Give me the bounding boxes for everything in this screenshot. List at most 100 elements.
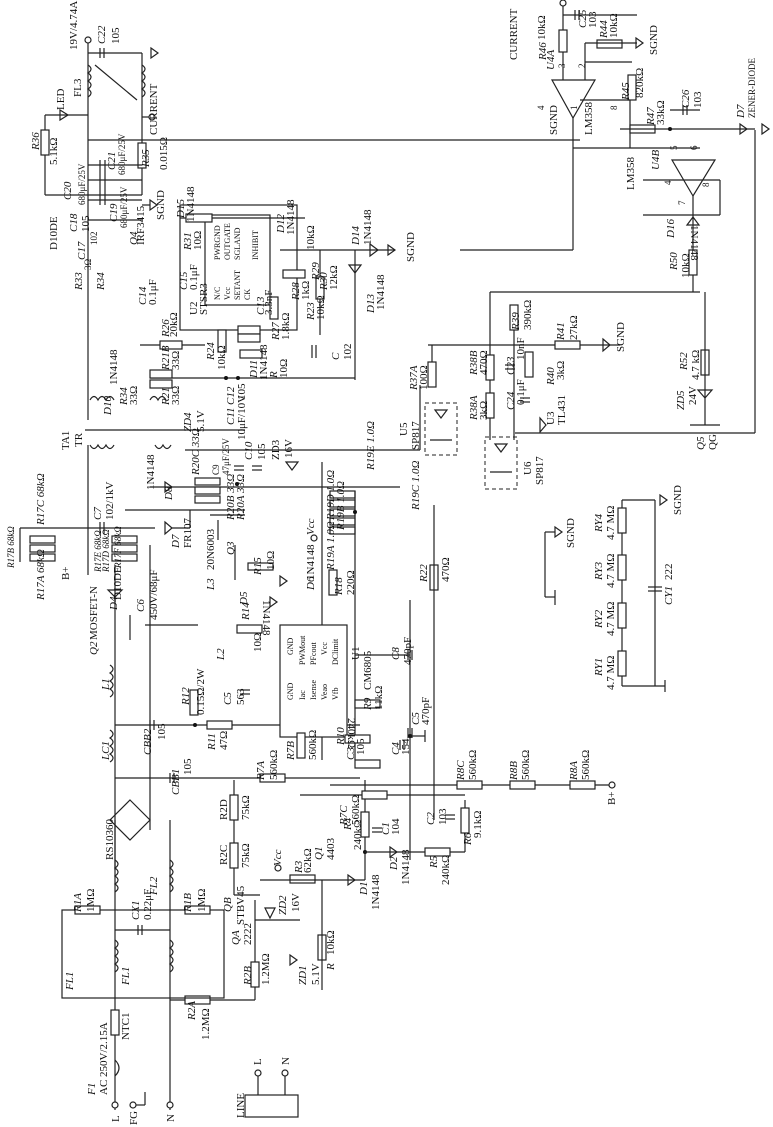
r29-value: 10kΩ <box>305 225 317 250</box>
cbb1-ref: CBB1 <box>170 768 182 795</box>
c14-value: 0.1μF <box>147 279 159 305</box>
r34b-value: 33Ω <box>128 385 140 405</box>
r17d-label: R17D 68kΩ <box>101 529 111 572</box>
ry4-ref: RY4 <box>593 513 605 532</box>
inductor-fl1 <box>113 939 119 973</box>
r27-value: 1.8kΩ <box>280 312 292 340</box>
d8-type: 1N4148 <box>145 454 157 490</box>
diode-d5-icon <box>269 595 279 609</box>
sgnd-label-7: SGND <box>565 518 577 548</box>
opto-u6 <box>484 436 518 490</box>
tl431-icon <box>539 416 547 434</box>
c18-value: 105 <box>80 215 92 233</box>
r20a-label: R20A 33Ω <box>235 474 247 520</box>
sgnd-symbol-icon <box>659 493 669 507</box>
u1-pin-gnd-r: GND <box>286 637 295 655</box>
terminal-l[interactable] <box>111 1101 119 1109</box>
resistor-r2c <box>229 842 239 869</box>
r17a-label: R17A 68kΩ <box>35 549 47 600</box>
vcc-label-2: Vcc <box>272 849 284 866</box>
resistor-ry3 <box>617 554 627 581</box>
sgnd-symbol-icon <box>602 337 611 353</box>
d14-type: 1N4148 <box>362 209 374 245</box>
r50-ref: R50 <box>668 252 680 270</box>
sgnd-label-5: SGND <box>648 25 660 55</box>
r46-value: 10kΩ <box>536 15 548 40</box>
q2-type: MOSFET-N <box>88 586 100 640</box>
q1-ref: Q1 <box>313 846 325 860</box>
zener-zd3-icon <box>284 461 300 471</box>
r36-ref: R36 <box>30 132 42 150</box>
c15-value: 0.1μF <box>188 264 200 290</box>
qa-type: 2222 <box>242 923 254 945</box>
r21-value: 33Ω <box>170 385 182 405</box>
r1a-ref: R1A <box>72 893 84 912</box>
r17b-label: R17B 68kΩ <box>6 526 16 568</box>
c10-ref: C10 <box>243 441 255 460</box>
c26-value: 103 <box>692 91 704 109</box>
r23-value: 10kΩ <box>315 295 327 320</box>
output-voltage-label: 19V/4.74A <box>68 0 80 50</box>
c-ref: C <box>330 352 342 360</box>
r36-value: 5.1kΩ <box>48 137 60 165</box>
c5-value: 563 <box>235 688 247 706</box>
line-l-terminal[interactable] <box>254 1069 262 1077</box>
sgnd-label-1: SGND <box>155 190 167 220</box>
fuse-icon <box>114 1059 120 1077</box>
terminal-fg[interactable] <box>129 1101 137 1109</box>
zener-zd2-icon <box>264 907 276 920</box>
resistor-r7c <box>354 759 381 769</box>
optocouplers <box>424 402 518 490</box>
c22-ref: C22 <box>96 25 108 44</box>
sgnd-label-3: SGND <box>615 322 627 352</box>
u1-pin-vfb: Vfb <box>331 687 340 700</box>
r-10ohm-value: 10Ω <box>278 358 290 378</box>
u4a-pin1: 1 <box>569 105 579 111</box>
resistor-r7b <box>296 732 306 759</box>
fl3-label: FL3 <box>72 78 84 97</box>
u4b-part: LM358 <box>625 157 637 190</box>
resistor-r30 <box>315 276 325 300</box>
c4-value: 154 <box>400 738 412 756</box>
bplus-terminal[interactable] <box>608 781 616 789</box>
c6-value: 450V/68μF <box>148 569 160 620</box>
resistor-ry4 <box>617 507 627 534</box>
cy1-ref: CY1 <box>663 586 675 605</box>
c6-ref: C6 <box>135 599 147 612</box>
ic-u2 <box>204 214 271 306</box>
q2-ref: Q2 <box>88 641 100 655</box>
c8-ref: C8 <box>390 647 402 660</box>
resistor-r3 <box>289 874 316 884</box>
r52-value: 4.7 kΩ <box>690 349 702 380</box>
inductor-l1 <box>108 664 114 698</box>
r2a-ref: R2A <box>186 1001 198 1020</box>
vcc-terminal[interactable] <box>310 534 318 542</box>
op-amp-u4a <box>550 79 597 120</box>
c11-value: 10μF/10V <box>236 394 248 440</box>
cbb1-value: 105 <box>182 758 194 776</box>
r18-ref: R18 <box>333 577 345 595</box>
u4a-part: LM358 <box>583 102 595 135</box>
r17f-label: R17F 68kΩ <box>113 526 123 568</box>
resistor-r10 <box>344 734 371 744</box>
fuse-value: AC 250V/2.15A <box>98 1022 110 1095</box>
q5-ref: Q5 <box>695 436 707 450</box>
r40-value: 3kΩ <box>555 360 567 380</box>
r14-value: 10Ω <box>252 632 264 652</box>
r-10k-ref: R <box>325 963 337 970</box>
lc1-label: LC1 <box>100 741 112 760</box>
r22-ref: R22 <box>418 564 430 582</box>
r7a-value: 560kΩ <box>268 749 280 780</box>
d1-ref: D1 <box>358 881 370 895</box>
ry3-ref: RY3 <box>593 561 605 580</box>
d5-type: 1N4148 <box>260 600 272 636</box>
line-n-terminal[interactable] <box>281 1069 289 1077</box>
d6-type: 1N4148 <box>305 544 317 580</box>
terminal-n[interactable] <box>166 1101 174 1109</box>
r18-value: 220Ω <box>345 570 357 595</box>
output-terminal[interactable] <box>84 36 92 44</box>
r8c-value: 560kΩ <box>467 749 479 780</box>
r8b-value: 560kΩ <box>520 749 532 780</box>
r19c-label: R19C 1.0Ω <box>410 460 422 510</box>
resistor-r26 <box>159 340 183 350</box>
